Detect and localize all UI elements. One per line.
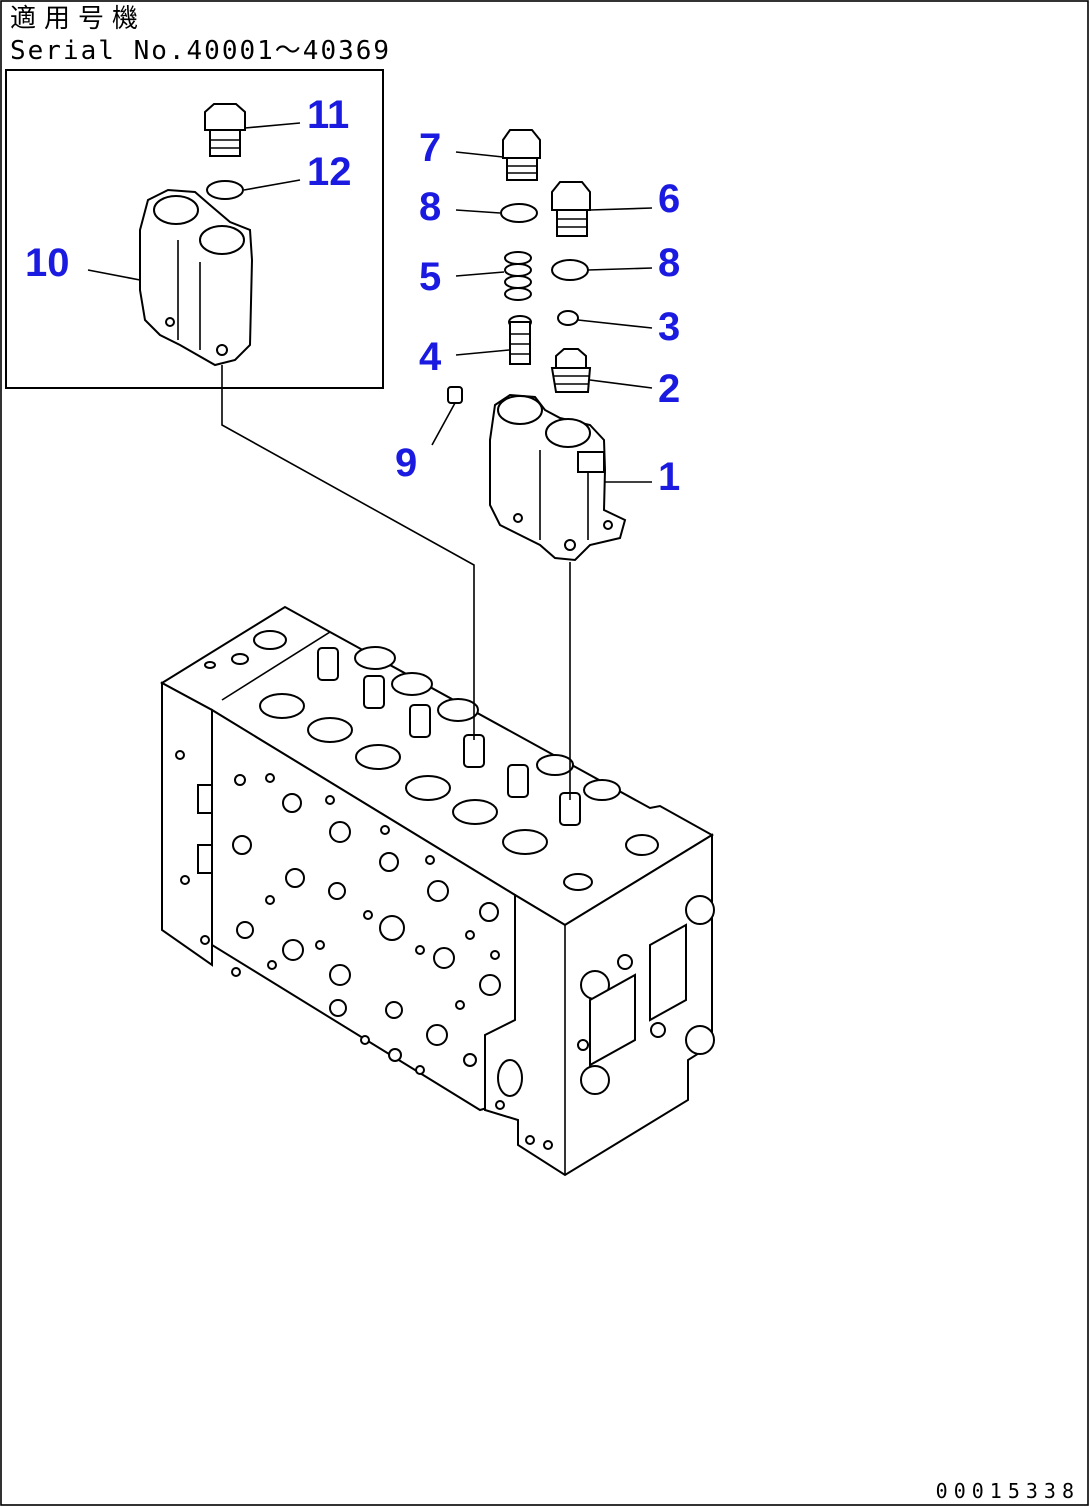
leader-11: [244, 122, 301, 129]
callout-5: 5: [419, 255, 441, 299]
main-control-valve-block: [160, 605, 715, 1177]
inset-box: [5, 69, 384, 389]
leader-12: [243, 179, 301, 191]
leader-4: [455, 349, 510, 356]
callout-7: 7: [419, 126, 441, 170]
part-3-ring: [557, 310, 579, 326]
part-9-pin: [447, 386, 463, 404]
leader-7: [455, 151, 504, 158]
part-5-spring: [504, 251, 532, 301]
callout-8-left: 8: [419, 185, 441, 229]
callout-10: 10: [25, 241, 70, 285]
callout-11: 11: [307, 93, 349, 137]
serial-number-range: Serial No.40001～40369: [10, 36, 392, 66]
leader-9: [431, 402, 456, 446]
callout-12: 12: [307, 150, 352, 194]
callout-4: 4: [419, 335, 442, 379]
leader-2: [589, 379, 653, 389]
part-4-poppet: [508, 315, 532, 365]
callout-8-right: 8: [658, 241, 680, 285]
part-6-plug: [551, 181, 591, 237]
leader-8b: [587, 267, 653, 271]
callout-1: 1: [658, 455, 680, 499]
callout-2: 2: [658, 367, 680, 411]
part-10-valve: [139, 188, 254, 367]
part-8-o-ring-left: [500, 203, 538, 223]
leader-8a: [455, 209, 501, 214]
part-7-plug: [502, 129, 541, 181]
leader-3: [577, 319, 653, 329]
part-1-valve-body: [489, 393, 627, 562]
callout-9: 9: [395, 441, 417, 485]
applicable-models-label: 適用号機: [10, 4, 147, 34]
assembly-line-10: [221, 365, 475, 740]
leader-6: [589, 207, 653, 211]
part-12-o-ring: [206, 180, 244, 200]
part-11-plug: [204, 103, 246, 157]
leader-10: [87, 269, 141, 281]
callout-6: 6: [658, 177, 680, 221]
part-8-o-ring-right: [551, 259, 589, 281]
callout-3: 3: [658, 305, 680, 349]
leader-5: [455, 271, 505, 277]
part-2-seat: [550, 348, 592, 393]
document-number: 00015338: [935, 1479, 1080, 1503]
